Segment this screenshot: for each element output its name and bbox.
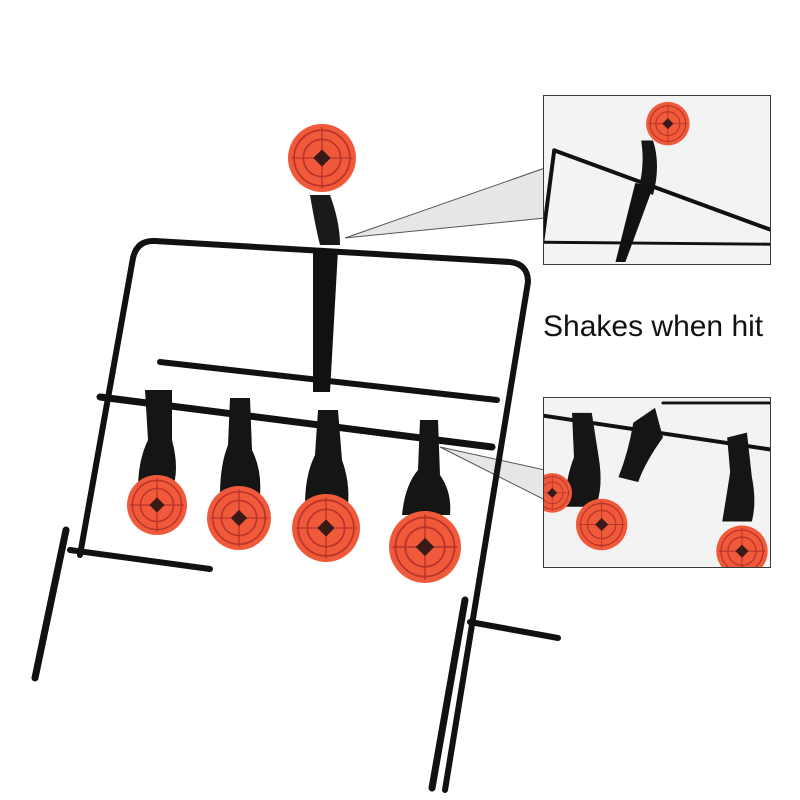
shakes-caption: Shakes when hit bbox=[543, 310, 764, 343]
inset-closeup-top bbox=[543, 95, 771, 265]
callout-wedge-top bbox=[344, 167, 546, 239]
spinner-target-4 bbox=[389, 420, 461, 583]
spinner-target-2 bbox=[207, 398, 271, 550]
spinner-target-1 bbox=[127, 390, 187, 535]
spinner-target-3 bbox=[292, 410, 360, 562]
inset-closeup-bottom bbox=[543, 397, 771, 568]
reset-target bbox=[288, 124, 356, 392]
